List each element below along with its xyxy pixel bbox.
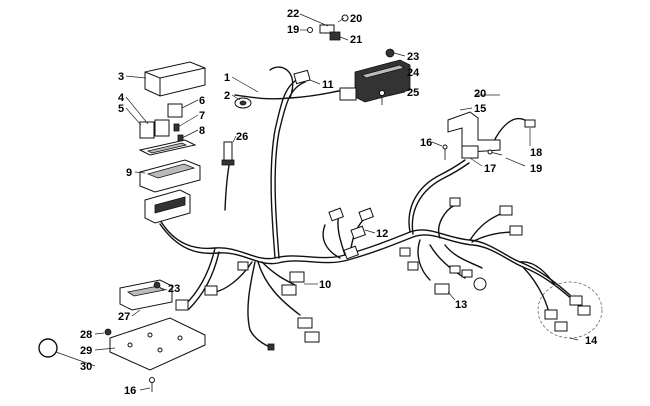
callout-23-lower: 23 <box>168 283 180 295</box>
callout-7: 7 <box>199 110 205 122</box>
grommet <box>234 97 252 109</box>
fuse-box-tray <box>139 159 201 193</box>
screw-19-right <box>487 149 503 156</box>
callout-21: 21 <box>350 34 362 46</box>
nut-23-lower <box>153 281 161 289</box>
connector-group-14 <box>537 281 603 339</box>
callout-20-top: 20 <box>350 13 362 25</box>
callout-5: 5 <box>118 103 124 115</box>
callout-19-top: 19 <box>287 24 299 36</box>
callout-23: 23 <box>407 51 419 63</box>
callout-1: 1 <box>224 72 230 84</box>
fuse-board <box>138 139 197 156</box>
callout-29: 29 <box>80 345 92 357</box>
callout-26: 26 <box>236 131 248 143</box>
nut-23-top <box>385 48 395 58</box>
terminal-18 <box>524 119 536 128</box>
callout-30: 30 <box>80 361 92 373</box>
callout-12: 12 <box>376 228 388 240</box>
callout-6: 6 <box>199 95 205 107</box>
bracket-15 <box>447 111 501 153</box>
callout-15: 15 <box>474 103 486 115</box>
callout-labels: 1 2 3 4 5 6 7 8 9 10 11 12 13 14 15 16 1… <box>80 8 598 397</box>
fuse-box-cover <box>144 61 206 97</box>
callout-3: 3 <box>118 71 124 83</box>
callout-11: 11 <box>322 79 334 91</box>
callout-14: 14 <box>585 335 598 347</box>
callout-19: 19 <box>530 163 542 175</box>
callout-8: 8 <box>199 125 205 137</box>
connector-cluster-12 <box>328 207 374 260</box>
connector-group-13 <box>434 265 487 295</box>
relays <box>139 103 184 143</box>
clamp-ring <box>38 338 58 358</box>
callout-25: 25 <box>407 87 419 99</box>
callout-22: 22 <box>287 8 299 20</box>
callout-2: 2 <box>224 90 230 102</box>
bolt-16-lower <box>149 377 155 392</box>
screw-28 <box>104 328 112 336</box>
connector-group-10 <box>204 261 320 351</box>
callout-17: 17 <box>484 163 496 175</box>
connector-17 <box>461 145 479 159</box>
callout-9: 9 <box>126 167 132 179</box>
callout-13: 13 <box>455 299 467 311</box>
bracket-top <box>307 14 349 41</box>
screw-16-right <box>442 144 448 160</box>
oxygen-sensor <box>221 141 235 166</box>
voltage-regulator <box>339 59 411 103</box>
right-connectors <box>399 197 523 271</box>
fuse-block <box>144 189 191 224</box>
connector-11 <box>293 69 311 85</box>
mounting-plate <box>109 317 206 371</box>
callout-20: 20 <box>474 88 486 100</box>
callout-24: 24 <box>407 67 420 79</box>
callout-16: 16 <box>420 137 432 149</box>
screw-25 <box>379 90 385 105</box>
callout-27: 27 <box>118 311 130 323</box>
leader-lines <box>55 13 579 391</box>
callout-18: 18 <box>530 147 542 159</box>
callout-10: 10 <box>319 279 331 291</box>
callout-16-lower: 16 <box>124 385 136 397</box>
callout-4: 4 <box>118 92 125 104</box>
callout-28: 28 <box>80 329 92 341</box>
